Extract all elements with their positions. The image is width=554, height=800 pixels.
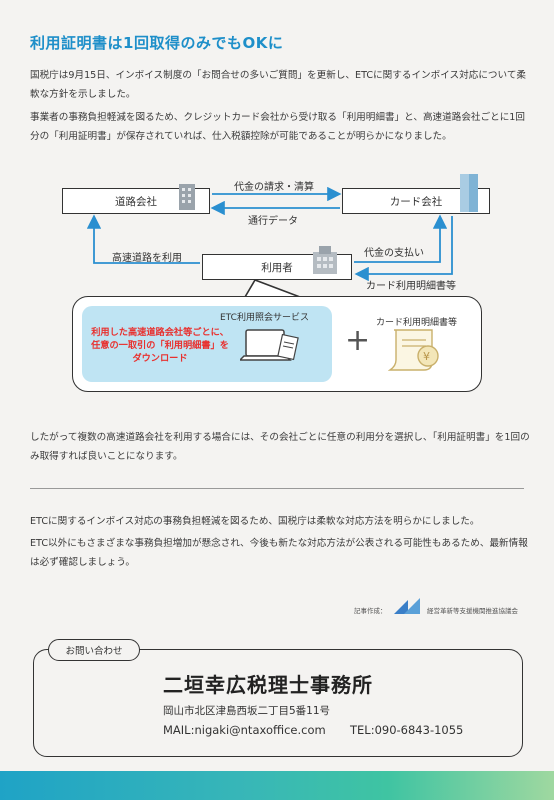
etc-service-label: ETC利用照会サービス: [220, 313, 309, 323]
user-label: 利用者: [261, 261, 293, 274]
section-divider: [30, 488, 524, 489]
notice-paragraph: ETC以外にもさまざまな事務負担増加が懸念され、今後も新たな対応方法が公表される…: [30, 538, 528, 568]
road-company-label: 道路会社: [115, 195, 157, 208]
payment-label: 代金の支払い: [364, 248, 424, 259]
org-logo-icon: [394, 598, 420, 614]
summary-paragraph: ETCに関するインボイス対応の事務負担軽減を図るため、国税庁は柔軟な対応方法を明…: [30, 516, 480, 527]
laptop-icon: [240, 329, 299, 361]
office-email[interactable]: MAIL:nigaki@ntaxoffice.com: [163, 723, 326, 737]
highway-use-arrow: [86, 214, 200, 264]
credit-label: 記事作成：: [354, 607, 387, 615]
card-statement-flow-label: カード利用明細書等: [366, 281, 456, 292]
building-icon: [179, 184, 195, 210]
conclusion-paragraph: したがって複数の高速道路会社を利用する場合には、その会社ごとに任意の利用分を選択…: [30, 432, 530, 462]
intro-paragraph: 国税庁は9月15日、インボイス制度の「お問合せの多いご質問」を更新し、ETCに関…: [30, 70, 527, 100]
credit-organization: 経営革新等支援機関推進協議会: [427, 607, 518, 615]
statement-arrow: [354, 216, 453, 282]
card-statement-label: カード利用明細書等: [376, 318, 458, 328]
office-name: 二垣幸広税理士事務所: [163, 673, 373, 697]
office-phone[interactable]: TEL:090-6843-1055: [350, 723, 464, 737]
traffic-data-label: 通行データ: [248, 216, 298, 227]
receipt-yen-icon: ¥: [388, 329, 439, 371]
bottom-gradient-bar: [0, 771, 554, 800]
payment-arrow: [354, 214, 448, 263]
office-address: 岡山市北区津島西坂二丁目5番11号: [163, 705, 331, 717]
billing-label: 代金の請求・清算: [234, 182, 314, 193]
page-title: 利用証明書は1回取得のみでもOKに: [30, 34, 284, 52]
plus-sign: +: [345, 323, 371, 358]
contact-box: [33, 649, 523, 757]
card-company-label: カード会社: [389, 195, 443, 208]
detail-paragraph: 事業者の事務負担軽減を図るため、クレジットカード会社から受け取る「利用明細書」と…: [30, 112, 525, 142]
highway-use-label: 高速道路を利用: [112, 253, 182, 264]
user-building-icon: [313, 246, 337, 274]
tower-building-icon: [460, 174, 478, 212]
contact-tab: お問い合わせ: [48, 639, 140, 661]
svg-text:¥: ¥: [423, 350, 430, 363]
etc-service-description: 利用した高速道路会社等ごとに、任意の一取引の「利用明細書」をダウンロード: [91, 327, 229, 364]
bubble-pointer: [244, 279, 301, 298]
flow-diagram-arrows: [86, 186, 453, 298]
